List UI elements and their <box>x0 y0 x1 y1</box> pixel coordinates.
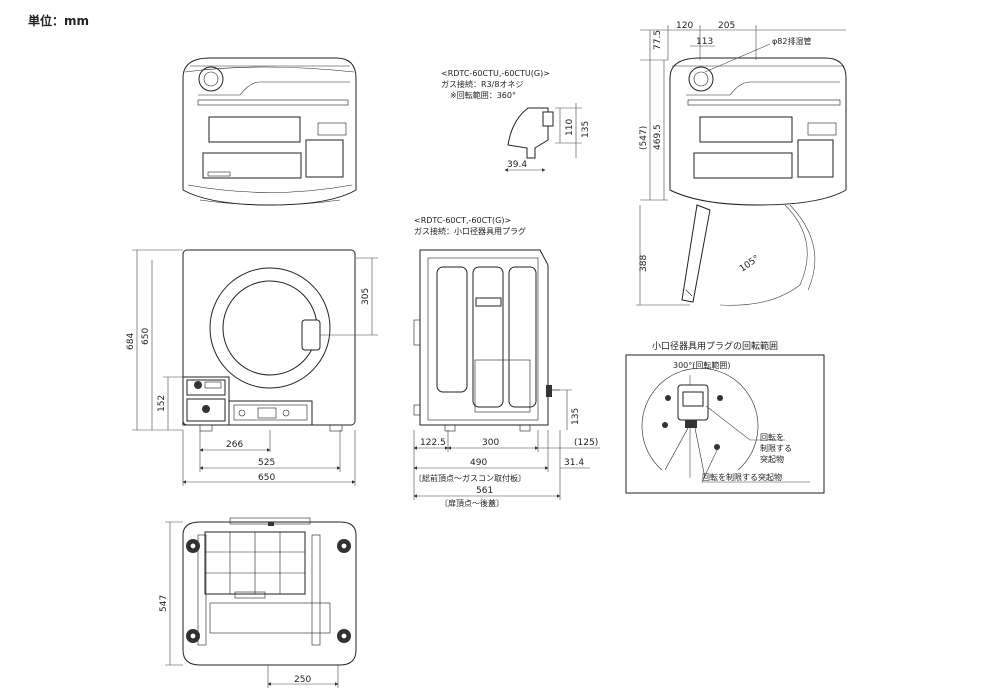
drum-door-icon <box>209 267 331 389</box>
dim-650-h: 650 <box>258 473 275 483</box>
dim-113: 113 <box>696 37 713 47</box>
dim-77: 77.5 <box>653 30 663 50</box>
plug-lim1c: 突起物 <box>760 454 784 464</box>
dim-547-paren: (547) <box>639 126 649 150</box>
dim-bottom-547: 547 <box>159 595 169 612</box>
front-door-view: 120 205 113 φ82排湿管 77.5 (547) 469.5 388 … <box>636 21 847 306</box>
dim-205: 205 <box>718 21 735 31</box>
dim-31: 31.4 <box>564 458 584 468</box>
dim-684: 684 <box>126 333 136 350</box>
plug-range: 300°(回転範囲) <box>673 360 731 370</box>
exhaust-label: φ82排湿管 <box>772 36 811 46</box>
dim-300: 300 <box>482 438 499 448</box>
dim-135: 135 <box>581 121 591 138</box>
gas-top-rotate: ※回転範囲：360° <box>450 90 516 100</box>
door-handle-icon <box>301 319 321 351</box>
gas-side-title: <RDTC-60CT,-60CT(G)> <box>414 216 511 225</box>
front-elevation: 684 650 152 305 266 525 650 <box>126 249 378 486</box>
dim-120: 120 <box>676 21 693 31</box>
control-knob-icon <box>202 405 210 413</box>
dim-525: 525 <box>258 458 275 468</box>
note-front-gas: 〔総前頂点～ガスコン取付板〕 <box>414 473 526 483</box>
front-upper-view <box>182 57 357 206</box>
gas-side-connection: ガス接続：小口径器具用プラグ <box>414 226 526 236</box>
gas-top-connection: ガス接続：R3/8オネジ <box>441 79 523 89</box>
side-elevation: <RDTC-60CT,-60CT(G)> ガス接続：小口径器具用プラグ 135 … <box>413 216 600 508</box>
dim-39: 39.4 <box>507 160 527 170</box>
unit-label: 単位：mm <box>28 14 90 28</box>
plug-rotation-detail: 小口径器具用プラグの回転範囲 300°(回転範囲) 回転を 制限する 突起物 回… <box>625 340 825 494</box>
gas-top-title: <RDTC-60CTU,-60CTU(G)> <box>441 69 550 78</box>
dim-266: 266 <box>226 440 243 450</box>
dim-490: 490 <box>470 458 487 468</box>
angle-105: 105° <box>738 254 762 275</box>
dim-650-v: 650 <box>141 328 151 345</box>
dim-125: (125) <box>574 438 598 448</box>
plug-lim2: 回転を制限する突起物 <box>702 472 782 482</box>
exhaust-port-right-icon <box>688 66 714 92</box>
dim-122: 122.5 <box>420 438 446 448</box>
note-door-back: 〔扉頂点～後蓋〕 <box>440 498 504 508</box>
dim-388: 388 <box>639 255 649 272</box>
plug-lim1a: 回転を <box>760 433 784 442</box>
dim-110: 110 <box>565 119 575 136</box>
dim-side-135: 135 <box>571 408 581 425</box>
plug-lim1b: 制限する <box>760 443 792 453</box>
dim-250: 250 <box>294 675 311 685</box>
dim-152: 152 <box>157 395 167 412</box>
open-door <box>681 204 711 303</box>
bottom-view: 547 250 <box>159 517 357 688</box>
gas-union-detail: <RDTC-60CTU,-60CTU(G)> ガス接続：R3/8オネジ ※回転範… <box>441 69 591 172</box>
dim-561: 561 <box>476 486 493 496</box>
exhaust-port-icon <box>198 66 224 92</box>
dim-469: 469.5 <box>653 124 663 150</box>
plug-title: 小口径器具用プラグの回転範囲 <box>652 340 778 352</box>
dim-305: 305 <box>361 288 371 305</box>
